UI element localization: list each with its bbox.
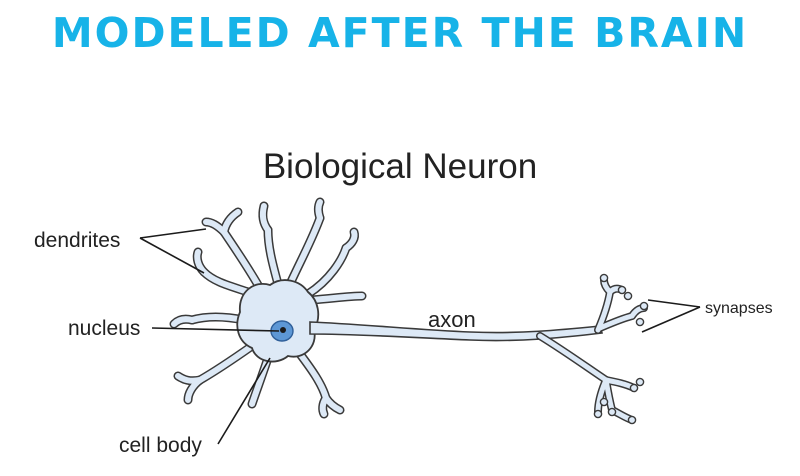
diagram-title: Biological Neuron [262, 147, 538, 186]
branch-segment [197, 343, 255, 383]
branch-segment [189, 314, 247, 323]
nucleolus-dot [280, 327, 286, 333]
synapse-knob [599, 273, 609, 283]
branch-segment [171, 316, 195, 327]
label-synapses: synapses [705, 300, 773, 317]
branch-segment [309, 293, 365, 303]
synapse-terminals [593, 273, 649, 425]
synapse-knob [623, 291, 633, 301]
label-cell-body: cell body [119, 434, 202, 457]
synapse-knob [599, 397, 609, 407]
branch-segment [319, 395, 329, 417]
synapse-knob [593, 409, 603, 419]
branch-segment [297, 351, 329, 401]
branch-segment [287, 215, 323, 287]
synapse-knob [629, 383, 639, 393]
synapse-knob [627, 415, 637, 425]
branch-segment [201, 269, 251, 295]
axon-terminal-branches [536, 276, 648, 424]
branch-segment [537, 333, 609, 383]
branch-segment [343, 229, 358, 251]
synapse-knob [639, 301, 649, 311]
page-headline: MODELED AFTER THE BRAIN [51, 9, 749, 57]
branch-segment [203, 219, 227, 235]
branch-segment [265, 227, 281, 287]
dendrite-branches [169, 197, 367, 419]
synapse-knob [617, 285, 627, 295]
synapse-knob [635, 317, 645, 327]
branch-segment [315, 199, 323, 221]
label-axon: axon [428, 307, 476, 332]
label-nucleus: nucleus [68, 317, 140, 340]
label-dendrites: dendrites [34, 229, 120, 252]
synapse-knob [635, 377, 645, 387]
neuron-illustration [169, 197, 649, 425]
branch-segment [175, 373, 203, 384]
leader-lines [139, 228, 701, 445]
branch-segment [259, 203, 271, 233]
branch-segment [305, 245, 349, 297]
synapse-knob [607, 407, 617, 417]
branch-segment [221, 209, 241, 235]
branch-segment [194, 249, 207, 275]
axon-shape [309, 321, 604, 342]
